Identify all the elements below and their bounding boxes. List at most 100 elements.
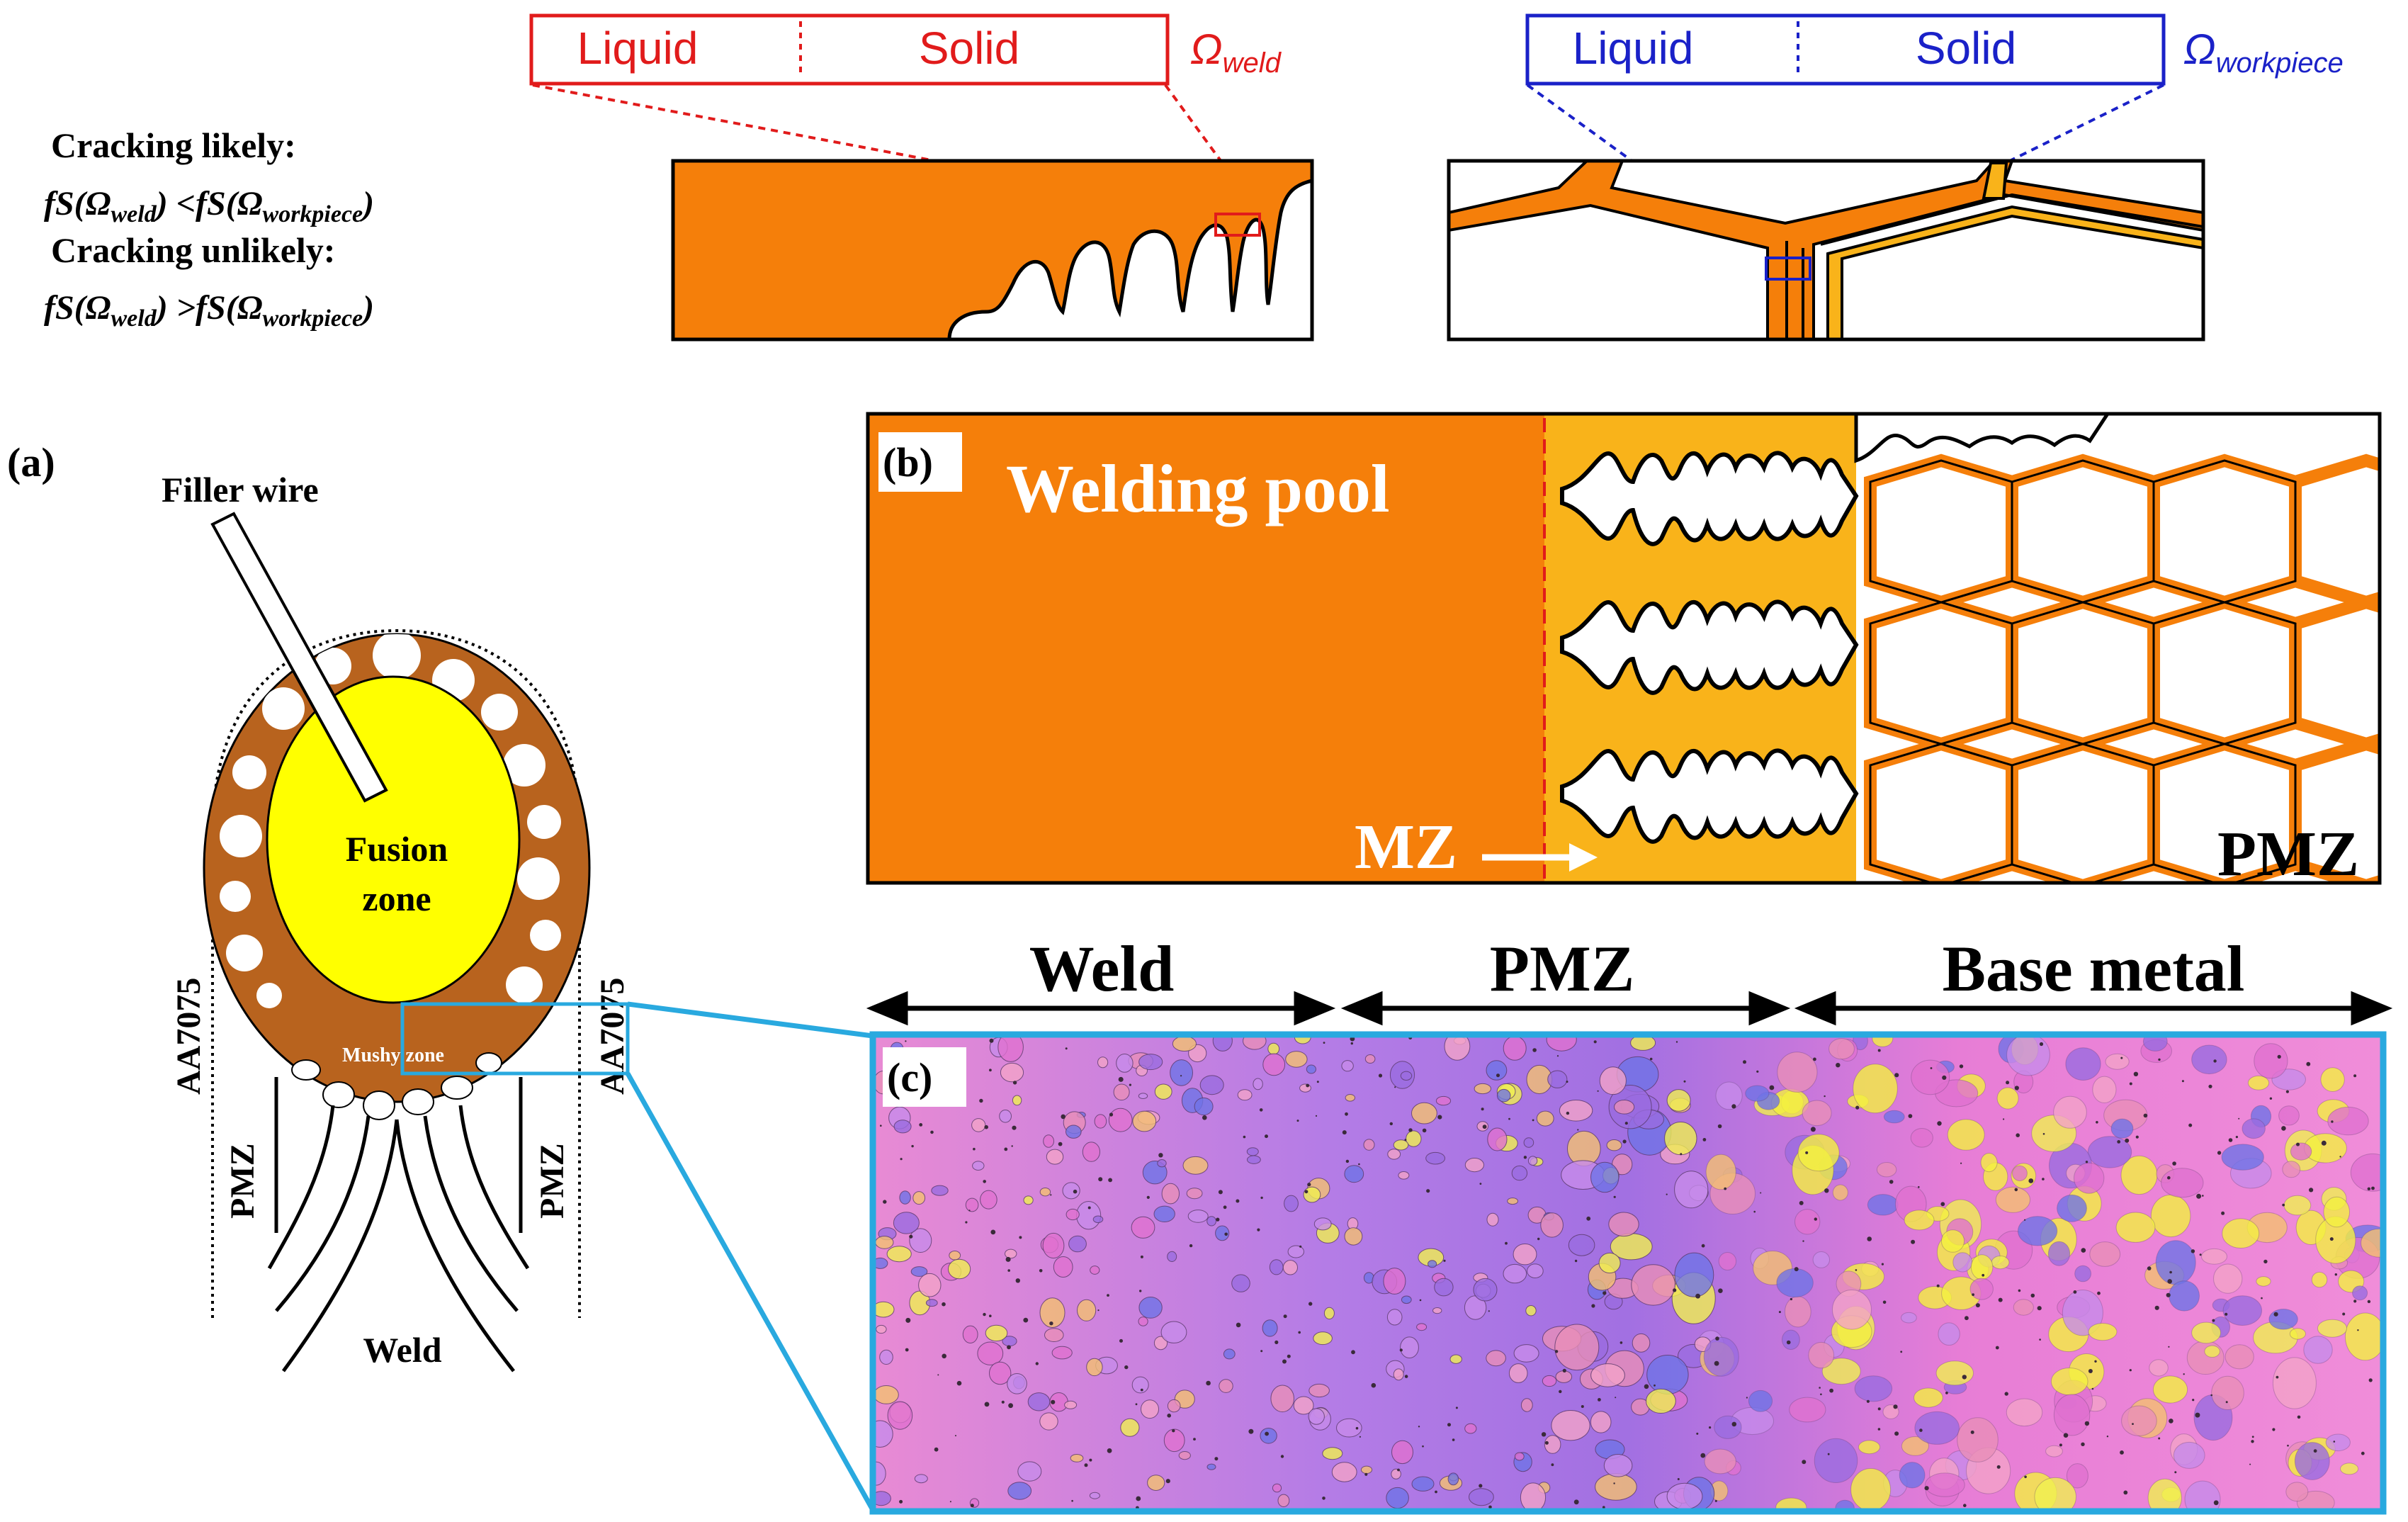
micrograph-pore <box>909 1234 913 1239</box>
micrograph-pore <box>984 1124 988 1129</box>
micrograph-pore <box>1061 1114 1065 1120</box>
micrograph-pore <box>968 1210 971 1212</box>
micrograph-grain <box>1527 1263 1544 1278</box>
micrograph-pore <box>956 1380 962 1386</box>
micrograph-grain <box>1646 1355 1689 1394</box>
micrograph-pore <box>1975 1303 1980 1308</box>
micrograph-grain <box>1400 1071 1413 1081</box>
region-base-metal-label: Base metal <box>1943 932 2245 1005</box>
micrograph-grain <box>1814 1438 1858 1483</box>
micrograph-pore <box>1877 1407 1881 1411</box>
micrograph-grain <box>1914 1411 1960 1445</box>
micrograph-grain <box>1947 1119 1985 1151</box>
micrograph-pore <box>1274 1340 1279 1344</box>
micrograph-grain <box>1525 1305 1537 1317</box>
micrograph-pore <box>1602 1506 1605 1509</box>
weld-dendrite-detail <box>671 159 1314 342</box>
micrograph-pore <box>1260 1196 1263 1200</box>
micrograph-pore <box>2154 1305 2159 1310</box>
micrograph-grain <box>1005 1248 1017 1259</box>
micrograph-grain <box>2340 1462 2359 1475</box>
micrograph-pore <box>2287 1444 2289 1447</box>
micrograph-pore <box>1537 1237 1540 1241</box>
micrograph-pore <box>1342 1130 1347 1135</box>
micrograph-grain <box>1551 1410 1590 1441</box>
micrograph-pore <box>2249 1463 2251 1465</box>
micrograph-grain <box>2201 1248 2227 1265</box>
micrograph-pore <box>1355 1426 1359 1430</box>
micrograph-pore <box>1714 1499 1717 1502</box>
micrograph-pore <box>2096 1121 2098 1124</box>
micrograph-zoom-box <box>400 1002 630 1076</box>
micrograph-pore <box>1746 1397 1748 1399</box>
micrograph-pore <box>1216 1217 1220 1222</box>
micrograph-pore <box>2172 1161 2176 1166</box>
micrograph-grain <box>1360 1465 1373 1475</box>
micrograph-pore <box>1970 1430 1974 1434</box>
micrograph-pore <box>1718 1288 1723 1293</box>
micrograph-pore <box>1364 1472 1368 1476</box>
micrograph-grain <box>931 1185 949 1196</box>
micrograph-grain <box>1904 1210 1935 1231</box>
micrograph-grain <box>1336 1418 1362 1438</box>
micrograph-pore <box>1323 1042 1325 1044</box>
micrograph-grain <box>1277 1494 1290 1508</box>
micrograph-grain <box>1854 1375 1893 1402</box>
micrograph-pore <box>1908 1114 1913 1118</box>
micrograph-pore <box>1136 1506 1139 1509</box>
micrograph-grain <box>1777 1052 1818 1093</box>
micrograph-grain <box>1070 1454 1084 1462</box>
micrograph-grain <box>1794 1209 1821 1235</box>
micrograph-grain <box>1313 1331 1333 1346</box>
micrograph-pore <box>2024 1219 2026 1221</box>
micrograph-grain <box>1666 1089 1691 1112</box>
micrograph-pore <box>1942 1075 1947 1080</box>
micrograph-pore <box>1799 1200 1804 1205</box>
micrograph-grain <box>1821 1358 1861 1385</box>
micrograph-pore <box>2313 1449 2317 1453</box>
micrograph-grain <box>948 1258 971 1280</box>
micrograph-grain <box>1237 1089 1253 1101</box>
micrograph-grain <box>1341 1060 1354 1072</box>
micrograph-pore <box>2166 1292 2171 1297</box>
micrograph-grain <box>1969 1278 1994 1300</box>
micrograph-grain <box>2268 1309 2298 1330</box>
micrograph-pore <box>1135 1403 1138 1406</box>
micrograph-grain <box>2062 1290 2103 1336</box>
micrograph-grain <box>1901 1312 1917 1324</box>
base-metal-span-arrowhead-right <box>2351 991 2393 1026</box>
micrograph-grain <box>1194 1097 1214 1116</box>
micrograph-pore <box>1573 1499 1579 1505</box>
micrograph-grain <box>1089 1492 1100 1499</box>
micrograph-pore <box>2028 1178 2034 1183</box>
micrograph-grain <box>1308 1383 1330 1398</box>
micrograph-pore <box>2097 1291 2101 1295</box>
micrograph-grain <box>1980 1153 1998 1173</box>
micrograph-grain <box>2283 1195 2312 1216</box>
micrograph-pore <box>1087 1206 1091 1210</box>
micrograph-pore <box>1167 1414 1171 1418</box>
micrograph-pore <box>1426 1189 1430 1193</box>
micrograph-pore <box>2371 1186 2375 1190</box>
micrograph-grain <box>972 1161 985 1171</box>
micrograph-grain <box>1632 1333 1651 1353</box>
micrograph-pore <box>942 1302 946 1307</box>
micrograph-pore <box>1011 1145 1013 1147</box>
micrograph-pore <box>983 1312 986 1317</box>
micrograph-grain <box>2361 1228 2380 1258</box>
micrograph-grain <box>2282 1161 2301 1178</box>
micrograph-pore <box>2042 1133 2045 1135</box>
workpiece-solid-layer <box>1826 205 2203 339</box>
micrograph-pore <box>2081 1248 2086 1253</box>
micrograph-grain <box>2352 1285 2368 1301</box>
micrograph-grain <box>1308 1408 1325 1425</box>
micrograph-grain <box>1007 1482 1032 1500</box>
micrograph-grain <box>1039 1188 1051 1197</box>
micrograph-grain <box>1272 1483 1282 1493</box>
micrograph-pore <box>2004 1392 2008 1396</box>
micrograph-grain <box>886 1246 912 1263</box>
micrograph-grain <box>1345 1094 1356 1102</box>
micrograph-grain <box>1444 1037 1471 1061</box>
micrograph-pore <box>1556 1055 1559 1057</box>
welding-pool-region <box>868 414 1544 883</box>
